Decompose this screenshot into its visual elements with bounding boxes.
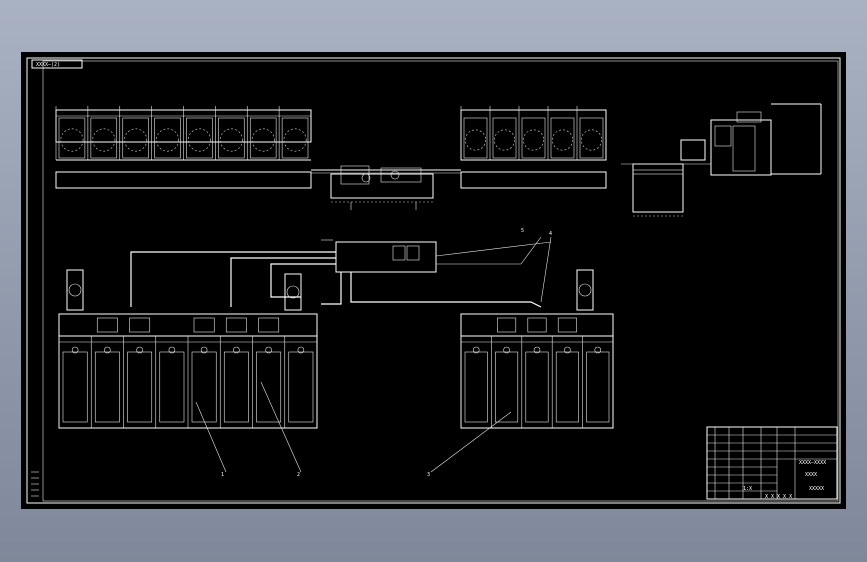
cell-body <box>90 117 118 159</box>
cell-panel <box>555 351 579 423</box>
title-block-title: XXXX <box>805 472 817 478</box>
title-block: XXXX—XXXX XXXX XXXXX 1:X X X X X X <box>706 426 838 500</box>
cell-panel <box>495 351 519 423</box>
cover-plate <box>129 317 151 333</box>
cell-body <box>492 117 517 159</box>
agitator-outline <box>523 129 544 151</box>
agitator-outline <box>283 128 307 152</box>
front-right-tank-bank <box>460 269 614 429</box>
cell-panel <box>127 351 153 423</box>
cell-panel <box>525 351 549 423</box>
cell-panel <box>256 351 282 423</box>
cell-body <box>281 117 309 159</box>
callout-2: 2 <box>297 472 300 478</box>
side-view-equipment <box>621 103 822 217</box>
cell-panel <box>464 351 488 423</box>
agitator-outline <box>219 128 243 152</box>
cell-body <box>186 117 213 159</box>
title-block-scale: 1:X <box>743 486 752 492</box>
cell-panel <box>191 351 217 423</box>
cell-gauge <box>200 346 208 354</box>
top-left-tank-bank <box>55 106 312 189</box>
cover-plate <box>527 317 547 333</box>
cell-gauge <box>168 346 176 354</box>
outer-frame <box>26 57 841 504</box>
title-block-project: XXXX—XXXX <box>799 460 826 466</box>
manifold-panel <box>321 239 552 273</box>
cell-panel <box>62 351 88 423</box>
cell-gauge <box>594 346 602 354</box>
cover-plate <box>193 317 215 333</box>
cell-gauge <box>472 346 480 354</box>
cover-plate <box>225 317 247 333</box>
inner-frame <box>42 60 839 502</box>
agitator-outline <box>581 129 602 151</box>
cover-plate <box>557 317 577 333</box>
cell-gauge <box>533 346 541 354</box>
cell-body <box>249 117 277 159</box>
binding-margin <box>31 471 39 497</box>
cad-drawing-sheet: XXXX—(2) <box>21 52 846 509</box>
cell-body <box>463 117 488 159</box>
cell-panel <box>159 351 185 423</box>
cover-plate <box>497 317 517 333</box>
cell-panel <box>94 351 120 423</box>
title-block-sheet: X X X X X <box>765 494 792 500</box>
agitator-outline <box>552 129 573 151</box>
agitator-outline <box>60 128 84 152</box>
cell-body <box>58 117 86 159</box>
cell-gauge <box>503 346 510 354</box>
center-pump-skid <box>311 165 461 210</box>
cell-gauge <box>297 346 305 354</box>
agitator-outline <box>92 128 116 152</box>
cell-gauge <box>233 346 240 354</box>
front-left-tank-bank <box>58 269 318 429</box>
cell-gauge <box>136 346 143 354</box>
callout-3: 3 <box>427 472 430 478</box>
cell-body <box>122 117 149 159</box>
callout-leaders: 1 2 3 4 5 <box>195 228 552 478</box>
cell-panel <box>288 351 314 423</box>
cell-panel <box>586 351 610 423</box>
cell-body <box>154 117 181 159</box>
cell-body <box>579 117 604 159</box>
cover-plate <box>96 317 118 333</box>
cell-gauge <box>265 346 272 354</box>
cover-plate <box>258 317 280 333</box>
cell-body <box>218 117 245 159</box>
callout-1: 1 <box>221 472 224 478</box>
pipe-runs <box>130 236 542 308</box>
header-tag: XXXX—(2) <box>31 59 83 69</box>
cell-gauge <box>71 346 79 354</box>
agitator-outline <box>187 128 211 152</box>
cell-body <box>521 117 546 159</box>
cell-gauge <box>104 346 111 354</box>
top-right-tank-bank <box>460 106 607 189</box>
title-block-drawing-no: XXXXX <box>809 486 824 492</box>
header-tag-text: XXXX—(2) <box>36 62 60 68</box>
agitator-outline <box>156 128 180 152</box>
cell-body <box>550 117 575 159</box>
agitator-outline <box>251 128 275 152</box>
agitator-outline <box>494 129 515 151</box>
cell-gauge <box>564 346 571 354</box>
cell-panel <box>223 351 249 423</box>
agitator-outline <box>124 128 148 152</box>
callout-4: 4 <box>549 231 552 237</box>
agitator-outline <box>465 129 486 151</box>
callout-5: 5 <box>521 228 524 234</box>
